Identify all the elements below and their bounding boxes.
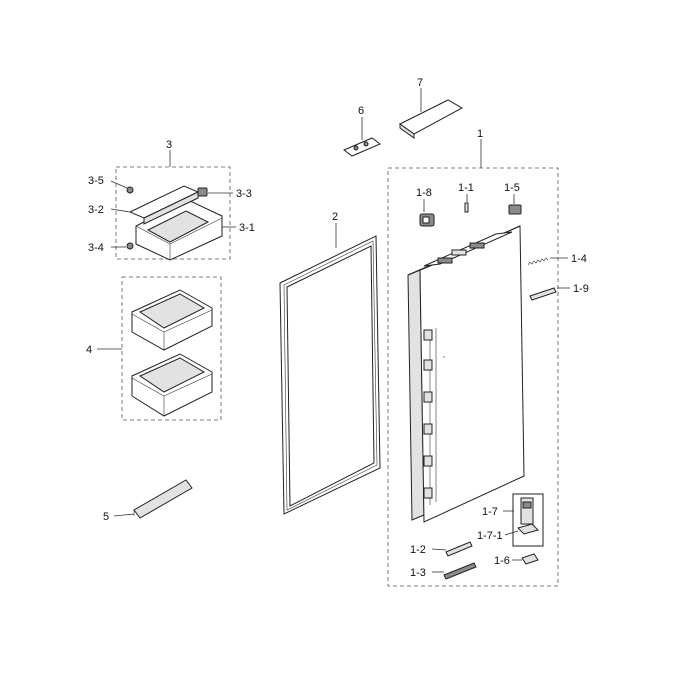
part-7-hinge-cover <box>399 88 464 139</box>
label-5: 5 <box>103 511 109 523</box>
label-3-3: 3-3 <box>236 188 252 200</box>
part-3-3-knob <box>197 187 233 197</box>
label-1-7: 1-7 <box>482 506 498 518</box>
part-1-6-block <box>512 553 539 565</box>
label-1-3: 1-3 <box>410 567 426 579</box>
part-6-hinge-bracket <box>343 117 381 157</box>
part-3-2-cover <box>110 185 200 225</box>
part-4-bin-upper <box>131 289 213 351</box>
assembly-4-frame <box>97 276 222 421</box>
part-3-5-screw <box>110 180 134 194</box>
part-5-strip <box>113 479 193 519</box>
part-1-8-cap <box>419 199 435 227</box>
label-1-8: 1-8 <box>416 187 432 199</box>
label-1-7-1: 1-7-1 <box>477 530 503 542</box>
label-4: 4 <box>86 344 92 356</box>
door-body <box>407 225 525 523</box>
part-2-door-gasket <box>279 223 381 515</box>
label-1-9: 1-9 <box>573 283 589 295</box>
part-1-7-lower-hinge <box>503 493 544 547</box>
part-1-9-rod <box>529 287 570 301</box>
part-1-1-pin <box>464 194 469 213</box>
part-1-2-rod <box>431 541 473 557</box>
label-3-5: 3-5 <box>88 175 104 187</box>
label-1-1: 1-1 <box>458 182 474 194</box>
assembly-1-frame <box>387 139 559 587</box>
label-1-5: 1-5 <box>504 182 520 194</box>
part-4-bin-lower <box>131 353 213 417</box>
label-1-4: 1-4 <box>571 253 587 265</box>
part-1-3-spring <box>432 562 477 580</box>
part-1-7-1-hinge-base <box>504 523 539 536</box>
part-3-4-screw <box>111 242 134 250</box>
label-3: 3 <box>166 139 172 151</box>
label-1-2: 1-2 <box>410 544 426 556</box>
label-7: 7 <box>417 77 423 89</box>
label-3-1: 3-1 <box>239 222 255 234</box>
label-3-4: 3-4 <box>88 242 104 254</box>
part-1-4-spring <box>527 257 568 266</box>
part-1-5-block <box>508 194 522 215</box>
label-2: 2 <box>332 211 338 223</box>
label-1-6: 1-6 <box>494 555 510 567</box>
label-3-2: 3-2 <box>88 204 104 216</box>
label-6: 6 <box>358 105 364 117</box>
part-3-1-guard <box>135 199 236 261</box>
label-1: 1 <box>477 128 483 140</box>
